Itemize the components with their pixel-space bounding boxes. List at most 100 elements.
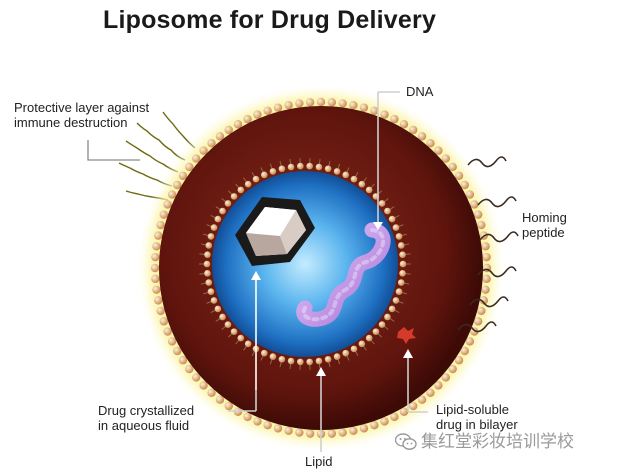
lipid-head (399, 270, 406, 277)
label-protective-layer: Protective layer against immune destruct… (14, 100, 149, 130)
lipid-head (372, 328, 380, 335)
lipid-head (224, 401, 233, 411)
lipid-head (269, 353, 277, 360)
lipid-head (365, 334, 373, 342)
lipid-head (237, 186, 245, 194)
lipid-head (380, 110, 389, 119)
lipid-head (315, 163, 323, 171)
lipid-head (378, 321, 386, 328)
lipid-head (253, 417, 262, 426)
lipid-head (470, 200, 479, 209)
lipid-head (260, 171, 268, 179)
lipid-head (237, 334, 245, 342)
lipid-head (399, 251, 406, 258)
lipid-head (441, 373, 451, 382)
lipid-head (358, 180, 366, 188)
lipid-head (253, 110, 262, 119)
lipid-head (473, 317, 483, 326)
wechat-icon (395, 433, 417, 450)
lipid-head (338, 428, 347, 437)
lipid-head (156, 220, 165, 230)
lipid-head (199, 146, 208, 155)
label-homing-peptide: Homing peptide (522, 210, 567, 240)
lipid-head (260, 349, 268, 357)
lipid-head (434, 381, 443, 390)
lipid-head (284, 426, 293, 436)
lipid-head (219, 207, 226, 215)
lipid-head (342, 171, 350, 179)
lipid-head (205, 242, 213, 249)
lipid-head (306, 162, 313, 170)
lipid-head (388, 305, 396, 313)
lipid-head (481, 242, 490, 251)
lipid-head (481, 285, 490, 294)
lipid-head (224, 321, 232, 328)
lipid-head (287, 357, 295, 365)
homing-peptides (457, 156, 519, 333)
lipid-head (167, 337, 177, 346)
lipid-head (163, 200, 172, 209)
lipid-head (243, 412, 252, 422)
lipid-head (207, 233, 215, 240)
lipid-head (269, 168, 277, 175)
lipid-head (399, 120, 409, 129)
lipid-head (426, 138, 435, 148)
lipid-head (230, 193, 238, 200)
lipid-head (153, 296, 163, 305)
lipid-head (207, 288, 215, 295)
lipid-head (426, 388, 435, 398)
lipid-head (448, 364, 457, 374)
lipid-head (191, 373, 201, 382)
label-lipid-soluble-line1: Lipid-soluble (436, 402, 509, 417)
watermark: 集红堂彩妆培训学校 (395, 427, 574, 452)
lipid-head (392, 297, 400, 304)
lipid-head (384, 313, 391, 321)
lipid-head (185, 364, 194, 374)
lipid-head (324, 165, 332, 173)
lipid-head (477, 306, 486, 316)
label-drug-crystallized: Drug crystallized in aqueous fluid (98, 403, 194, 433)
lipid-head (278, 165, 286, 173)
lipid-head (434, 146, 443, 155)
label-homing-line2: peptide (522, 225, 565, 240)
lipid-head (297, 162, 304, 170)
lipid-head (284, 100, 293, 110)
lipid-head (390, 114, 399, 124)
lipid-head (287, 163, 295, 171)
lipid-head (460, 180, 469, 190)
lipid-head (263, 106, 272, 116)
lipid-head (417, 395, 427, 404)
label-lipid-soluble-line2: drug in bilayer (436, 417, 518, 432)
lipid-head (273, 103, 283, 112)
lipid-head (203, 260, 211, 268)
lipid-head (230, 328, 238, 335)
lipid-head (205, 279, 213, 286)
label-homing-line1: Homing (522, 210, 567, 225)
lipid-head (358, 340, 366, 348)
lipid-head (153, 231, 163, 240)
lipid-head (350, 345, 358, 353)
lipid-head (178, 356, 188, 365)
lipid-head (278, 355, 286, 363)
lipid-head (151, 274, 160, 284)
lipid-head (390, 412, 399, 422)
lipid-head (399, 407, 409, 416)
lipid-head (156, 306, 165, 316)
diagram-title: Liposome for Drug Delivery (103, 6, 437, 34)
lipid-head (324, 355, 332, 363)
lipid-head (315, 357, 323, 365)
watermark-text: 集红堂彩妆培训学校 (421, 432, 574, 452)
lipid-head (297, 358, 304, 366)
lipid-head (327, 98, 337, 107)
lipid-head (399, 260, 407, 268)
lipid-head (199, 381, 208, 390)
lipid-head (365, 186, 373, 194)
lipid-head (359, 103, 369, 112)
lipid-head (397, 279, 405, 286)
lipid-head (214, 215, 222, 223)
lipid-head (465, 190, 475, 199)
lipid-head (263, 420, 272, 430)
label-lipid-soluble-drug: Lipid-soluble drug in bilayer (436, 402, 518, 432)
lipid-head (159, 210, 169, 219)
